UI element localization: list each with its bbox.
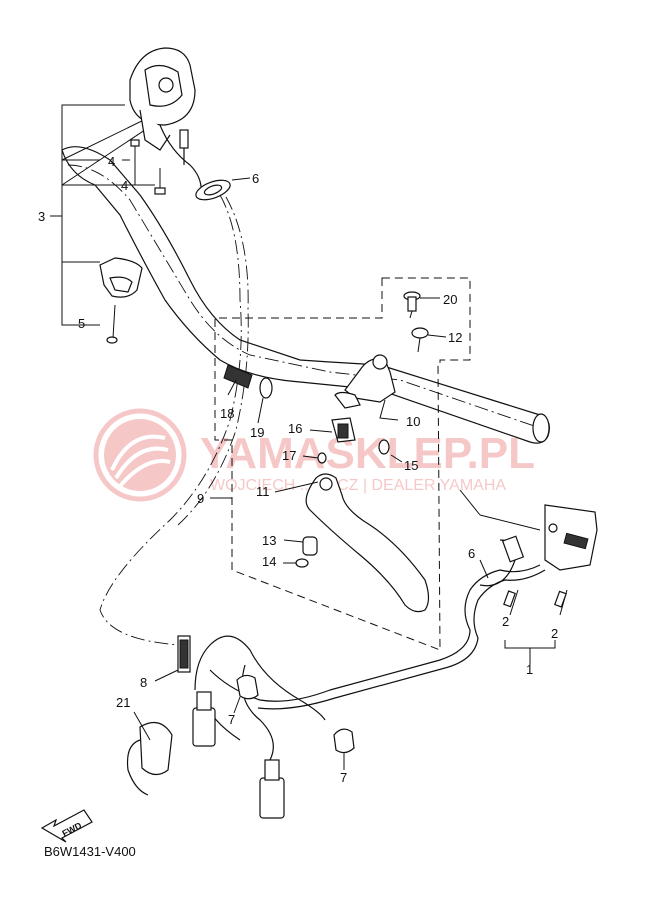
- callout-11: 11: [256, 484, 270, 499]
- clutch-lever-11: [305, 473, 430, 613]
- nut-17: [317, 452, 327, 464]
- screw-4a: [122, 139, 140, 185]
- callout-6a: 6: [252, 171, 259, 186]
- clamp-7a: [236, 674, 259, 700]
- clamp-7b: [333, 728, 355, 754]
- callout-7b: 7: [340, 770, 347, 785]
- callout-6b: 6: [468, 546, 475, 561]
- callout-5: 5: [78, 316, 85, 331]
- callout-16: 16: [288, 421, 302, 436]
- callout-14: 14: [262, 554, 276, 569]
- left-switch-housing: [129, 47, 196, 151]
- diagram-code: B6W1431-V400: [44, 844, 136, 859]
- washer-19: [259, 377, 273, 399]
- pivot-13: [302, 536, 318, 556]
- leader-lines: [133, 177, 489, 770]
- callout-10: 10: [406, 414, 420, 429]
- right-wire-harness: [209, 535, 546, 710]
- callout-21: 21: [116, 695, 130, 710]
- boot-connector-b: [259, 759, 285, 819]
- screw-2a: [503, 589, 519, 616]
- callout-15: 15: [404, 458, 418, 473]
- screw-5: [106, 304, 118, 344]
- callout-1: 1: [526, 662, 533, 677]
- switch-lower-cover: [99, 257, 143, 298]
- collar-16: [331, 417, 356, 443]
- fwd-arrow-icon: FWD: [40, 809, 93, 843]
- callout-labels: 1 2 2 3 4 4 5 6 6 7 7 8 9 10 11 12 13 14…: [38, 154, 558, 785]
- watermark-brand: YAMASKLEP.PL: [200, 429, 535, 478]
- watermark-logo: [93, 408, 187, 502]
- callout-9: 9: [197, 491, 204, 506]
- callout-19: 19: [250, 425, 264, 440]
- throttle-cables: [99, 194, 249, 646]
- grommet-6-upper: [195, 179, 231, 201]
- right-switch-1: [459, 489, 598, 571]
- callout-17: 17: [282, 448, 296, 463]
- clip-21: [126, 721, 173, 796]
- callout-12: 12: [448, 330, 462, 345]
- boot-connector-a: [192, 691, 216, 747]
- bolt-20: [403, 291, 421, 319]
- lever-holder-10: [334, 354, 396, 409]
- pin-12: [411, 327, 429, 353]
- adjuster-18: [223, 364, 253, 389]
- screw-4b: [135, 168, 166, 195]
- callout-4a: 4: [108, 154, 115, 169]
- bracket-1: [504, 640, 556, 665]
- clutch-assembly-box: [214, 277, 471, 651]
- callout-8: 8: [140, 675, 147, 690]
- callout-18: 18: [220, 406, 234, 421]
- connector-8: [177, 635, 191, 673]
- screw-2b: [554, 589, 568, 616]
- callout-4b: 4: [121, 178, 128, 193]
- callout-20: 20: [443, 292, 457, 307]
- nut-15: [378, 439, 390, 455]
- callout-2a: 2: [502, 614, 509, 629]
- callout-2b: 2: [551, 626, 558, 641]
- callout-7a: 7: [228, 712, 235, 727]
- handlebar: [61, 146, 550, 444]
- callout-13: 13: [262, 533, 276, 548]
- watermark-subtitle: WOJCIECH ... WICZ | DEALER YAMAHA: [210, 477, 506, 494]
- circlip-14: [295, 558, 309, 568]
- callout-3: 3: [38, 209, 45, 224]
